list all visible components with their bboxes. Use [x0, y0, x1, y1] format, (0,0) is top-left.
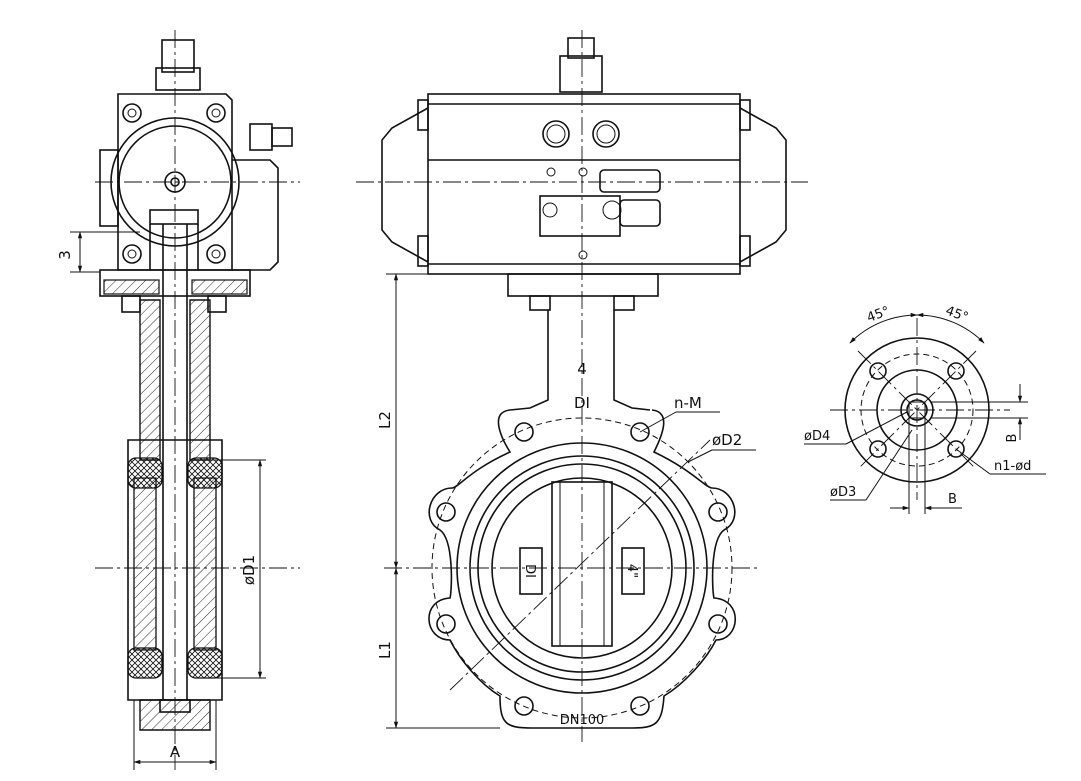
body-mark-size: 4 — [577, 360, 587, 378]
dim-nm-label: n-M — [674, 394, 702, 412]
disc-mark-size: 4" — [624, 564, 639, 578]
dim-b-horizontal-label: B — [948, 492, 957, 507]
dim-d1-label: øD1 — [240, 555, 258, 585]
dim-n1d-label: n1-ød — [994, 459, 1031, 474]
dim-b-vertical-label: B — [1005, 434, 1020, 443]
dim-d3-label: øD3 — [830, 485, 856, 500]
dim-d4-label: øD4 — [804, 429, 830, 444]
dim-l1-label: L1 — [376, 641, 394, 659]
disc-mark-material: DI — [522, 564, 537, 578]
dim-d2-label: øD2 — [712, 431, 742, 449]
dim-3-label: 3 — [56, 250, 74, 260]
dim-l2-label: L2 — [376, 411, 394, 429]
front-view: DI 4" 4 DI DN100 L2 L1 n-M øD2 — [356, 30, 808, 742]
flange-detail-view: 45° 45° B B øD4 øD3 n1-ød — [804, 304, 1046, 514]
side-section-view: 3 øD1 A — [56, 30, 300, 770]
dim-a-label: A — [170, 743, 181, 761]
angle-right-label: 45° — [943, 304, 970, 326]
angle-left-label: 45° — [865, 304, 892, 326]
